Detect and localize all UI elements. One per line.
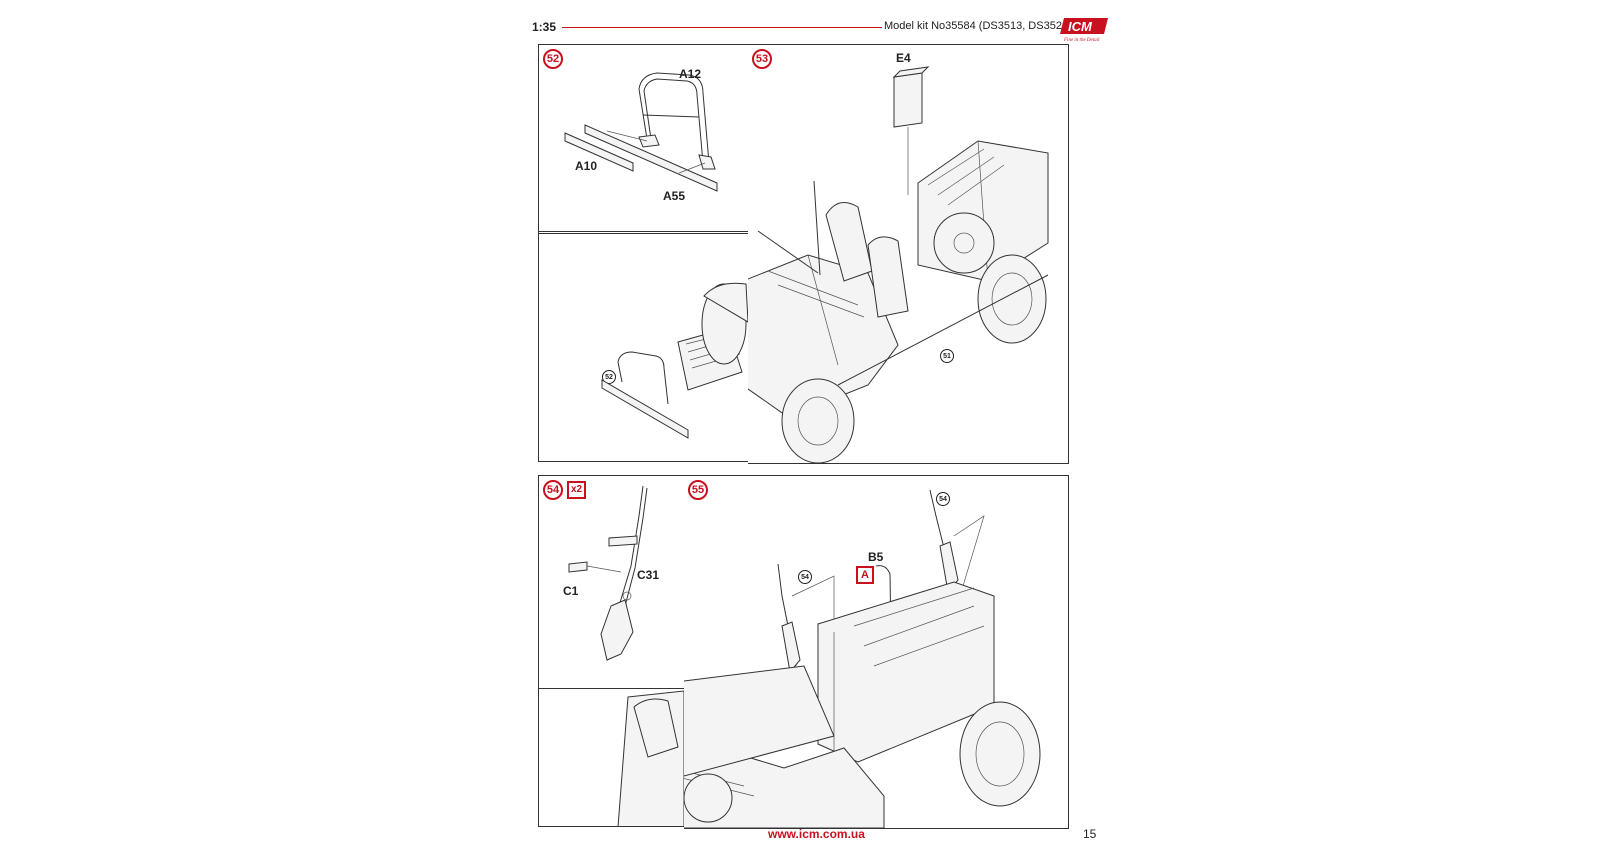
step-53-front-left-drawing (601, 282, 748, 439)
part-label-e4: E4 (896, 51, 911, 65)
part-label-a12: A12 (679, 67, 702, 81)
svg-text:ICM: ICM (1068, 19, 1093, 34)
step-52-drawing (564, 72, 718, 192)
sprue-badge: A (856, 566, 874, 584)
part-label-a10: A10 (575, 159, 598, 173)
part-label-a55: A55 (663, 189, 686, 203)
page-number: 15 (1083, 827, 1097, 841)
step-number-52: 52 (543, 49, 563, 69)
step-53-frame-extension (538, 232, 748, 462)
panel-step-54: 54 x2 C31 C1 (538, 475, 686, 689)
step-55-frame-extension (538, 687, 684, 827)
panel-step-55: 55 B5 A 54 54 (684, 475, 1069, 829)
part-label-b5: B5 (868, 550, 884, 564)
header-rule (562, 27, 882, 28)
panel-step-53: 53 E4 51 (748, 44, 1069, 464)
step-54-drawing (568, 485, 648, 661)
panel-step-52: 52 A12 A10 A55 (538, 44, 750, 234)
step-number-55: 55 (688, 480, 708, 500)
step-number-54: 54 (543, 480, 563, 500)
step-55-rear-drawing (617, 690, 684, 827)
step-number-53: 53 (752, 49, 772, 69)
step-52-bottom-rule (538, 231, 748, 232)
part-label-c31: C31 (637, 568, 660, 582)
svg-text:Fine in the Detail: Fine in the Detail (1063, 38, 1100, 42)
scale-label: 1:35 (532, 20, 557, 34)
kit-title: Model kit No35584 (DS3513, DS3526) (884, 20, 1072, 32)
reference-step-54-right: 54 (936, 492, 950, 506)
reference-step-51: 51 (940, 349, 954, 363)
footer-website[interactable]: www.icm.com.ua (768, 827, 865, 841)
reference-step-54-left: 54 (798, 570, 812, 584)
quantity-badge: x2 (567, 481, 587, 499)
step-53-drawing (748, 66, 1049, 463)
step-55-drawing (684, 489, 1041, 828)
icm-logo: ICM Fine in the Detail (1060, 16, 1110, 43)
part-label-c1: C1 (563, 584, 579, 598)
